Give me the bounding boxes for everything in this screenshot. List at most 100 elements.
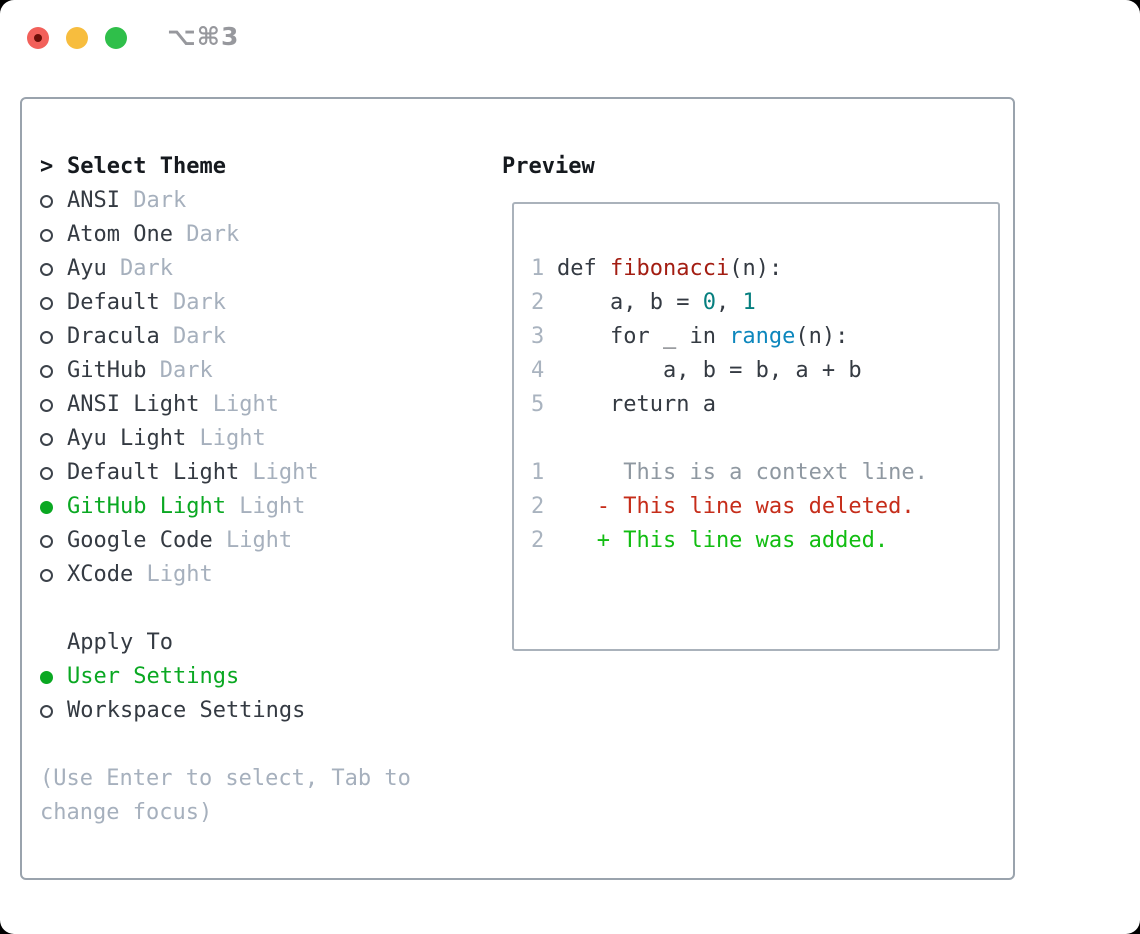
preview-line-8: 2 - This line was deleted. xyxy=(531,490,998,524)
radio-icon xyxy=(40,432,67,446)
code-token-context: This is a context line. xyxy=(557,460,928,485)
preview-line-1: 1 def fibonacci(n): xyxy=(531,252,998,286)
line-number: 3 xyxy=(531,324,545,349)
minimize-button[interactable] xyxy=(66,27,88,49)
code-token-function: fibonacci xyxy=(609,256,730,281)
radio-icon xyxy=(40,364,67,378)
radio-icon xyxy=(40,534,67,548)
theme-option-dracula-label: Dracula xyxy=(67,324,160,349)
theme-option-default-light-variant: Light xyxy=(239,460,319,485)
theme-option-github-label: GitHub xyxy=(67,358,147,383)
code-token-number: 1 xyxy=(742,290,756,315)
theme-option-default-label: Default xyxy=(67,290,160,315)
radio-icon xyxy=(40,398,67,412)
code-token-plain: a, b = xyxy=(557,290,703,315)
theme-option-ansi-variant: Dark xyxy=(119,188,187,213)
theme-option-default-light[interactable]: Default Light Light xyxy=(40,456,490,490)
code-token-number: 0 xyxy=(702,290,716,315)
line-number: 1 xyxy=(531,256,545,281)
select-theme-header: >Select Theme xyxy=(40,150,490,184)
radio-icon xyxy=(40,330,67,344)
theme-option-google-code[interactable]: Google Code Light xyxy=(40,524,490,558)
titlebar: ⌥⌘3 xyxy=(0,0,1140,60)
spacer xyxy=(40,728,490,762)
select-theme-header-label: Select Theme xyxy=(67,154,226,179)
code-token-plain: a, b = b, a + b xyxy=(557,358,862,383)
theme-option-xcode-label: XCode xyxy=(67,562,134,587)
line-number: 4 xyxy=(531,358,545,383)
theme-option-github-light[interactable]: GitHub Light Light xyxy=(40,490,490,524)
apply-to-header: Apply To xyxy=(40,626,490,660)
code-token-plain: for _ in xyxy=(557,324,730,349)
radio-icon xyxy=(40,568,67,582)
close-dot-icon xyxy=(34,34,42,42)
theme-option-ayu-light[interactable]: Ayu Light Light xyxy=(40,422,490,456)
theme-option-google-code-label: Google Code xyxy=(67,528,213,553)
theme-option-ayu-light-label: Ayu Light xyxy=(67,426,187,451)
theme-option-xcode[interactable]: XCode Light xyxy=(40,558,490,592)
code-token-builtin: range xyxy=(729,324,796,349)
theme-option-google-code-variant: Light xyxy=(212,528,293,553)
theme-option-atom-one[interactable]: Atom One Dark xyxy=(40,218,490,252)
window-title: ⌥⌘3 xyxy=(167,22,240,51)
preview-line-4: 4 a, b = b, a + b xyxy=(531,354,998,388)
code-token-plain: return a xyxy=(557,392,716,417)
preview-line-3: 3 for _ in range(n): xyxy=(531,320,998,354)
apply-option-workspace-settings[interactable]: Workspace Settings xyxy=(40,694,490,728)
hint-text-line-1: (Use Enter to select, Tab to xyxy=(40,766,411,791)
line-number: 2 xyxy=(531,528,545,553)
apply-option-user-settings-label: User Settings xyxy=(67,664,240,689)
theme-option-ansi-light-variant: Light xyxy=(199,392,279,417)
radio-selected-icon xyxy=(40,500,67,514)
theme-option-github-light-variant: Light xyxy=(225,494,306,519)
code-token-deleted: - This line was deleted. xyxy=(557,494,915,519)
theme-option-atom-one-label: Atom One xyxy=(67,222,173,247)
code-token-plain: (n): xyxy=(729,256,783,281)
theme-option-default-light-label: Default Light xyxy=(67,460,240,485)
line-number: 2 xyxy=(531,494,545,519)
theme-option-ayu[interactable]: Ayu Dark xyxy=(40,252,490,286)
theme-option-ayu-label: Ayu xyxy=(67,256,107,281)
radio-icon xyxy=(40,262,67,276)
traffic-lights xyxy=(27,27,127,49)
theme-option-default[interactable]: Default Dark xyxy=(40,286,490,320)
code-token-plain: (n): xyxy=(795,324,849,349)
zoom-button[interactable] xyxy=(105,27,127,49)
theme-option-xcode-variant: Light xyxy=(133,562,213,587)
theme-option-default-variant: Dark xyxy=(159,290,226,315)
radio-icon xyxy=(40,704,67,718)
close-button[interactable] xyxy=(27,27,49,49)
theme-option-ansi[interactable]: ANSI Dark xyxy=(40,184,490,218)
spacer xyxy=(40,592,490,626)
radio-icon xyxy=(40,194,67,208)
preview-line-2: 2 a, b = 0, 1 xyxy=(531,286,998,320)
theme-option-github-light-label: GitHub Light xyxy=(67,494,226,519)
code-token-plain: def xyxy=(557,256,610,281)
apply-option-user-settings[interactable]: User Settings xyxy=(40,660,490,694)
preview-line-5: 5 return a xyxy=(531,388,998,422)
preview-header: Preview xyxy=(502,154,595,179)
apply-to-header-label: Apply To xyxy=(67,630,173,655)
code-token-added: + This line was added. xyxy=(557,528,889,553)
theme-option-dracula[interactable]: Dracula Dark xyxy=(40,320,490,354)
theme-option-atom-one-variant: Dark xyxy=(172,222,240,247)
theme-option-ayu-light-variant: Light xyxy=(186,426,266,451)
theme-option-ansi-label: ANSI xyxy=(67,188,120,213)
theme-option-ayu-variant: Dark xyxy=(106,256,173,281)
preview-line-9: 2 + This line was added. xyxy=(531,524,998,558)
preview-line-6 xyxy=(531,422,998,456)
theme-option-github-variant: Dark xyxy=(146,358,213,383)
radio-icon xyxy=(40,296,67,310)
line-number: 2 xyxy=(531,290,545,315)
hint-text-line-2: change focus) xyxy=(40,800,213,825)
theme-option-ansi-light[interactable]: ANSI Light Light xyxy=(40,388,490,422)
theme-option-github[interactable]: GitHub Dark xyxy=(40,354,490,388)
apply-option-workspace-settings-label: Workspace Settings xyxy=(67,698,306,723)
theme-option-dracula-variant: Dark xyxy=(159,324,226,349)
